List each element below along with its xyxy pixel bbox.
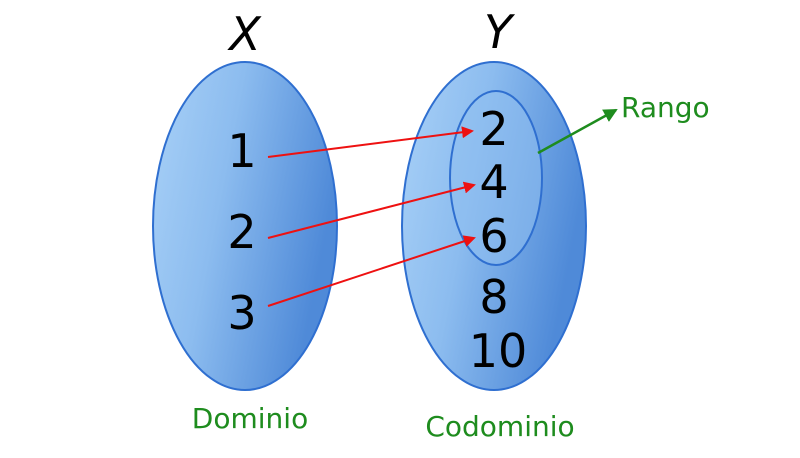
codomain-element: 4 xyxy=(479,155,508,209)
range-label: Rango xyxy=(621,91,710,124)
codomain-element: 6 xyxy=(479,209,508,263)
codomain-element: 10 xyxy=(469,324,528,378)
mapping-arrow xyxy=(267,235,476,307)
domain-set-title: X xyxy=(227,7,262,61)
codomain-set-title: Y xyxy=(484,5,516,59)
domain-ellipse xyxy=(152,61,338,391)
mapping-arrow xyxy=(267,181,476,239)
domain-element: 2 xyxy=(227,205,256,259)
domain-element: 3 xyxy=(227,286,256,340)
codomain-label: Codominio xyxy=(425,410,574,443)
range-pointer-arrow xyxy=(537,108,618,155)
codomain-element: 2 xyxy=(479,102,508,156)
mapping-arrow xyxy=(267,126,474,158)
domain-label: Dominio xyxy=(192,402,308,435)
domain-element: 1 xyxy=(227,124,256,178)
codomain-element: 8 xyxy=(479,270,508,324)
